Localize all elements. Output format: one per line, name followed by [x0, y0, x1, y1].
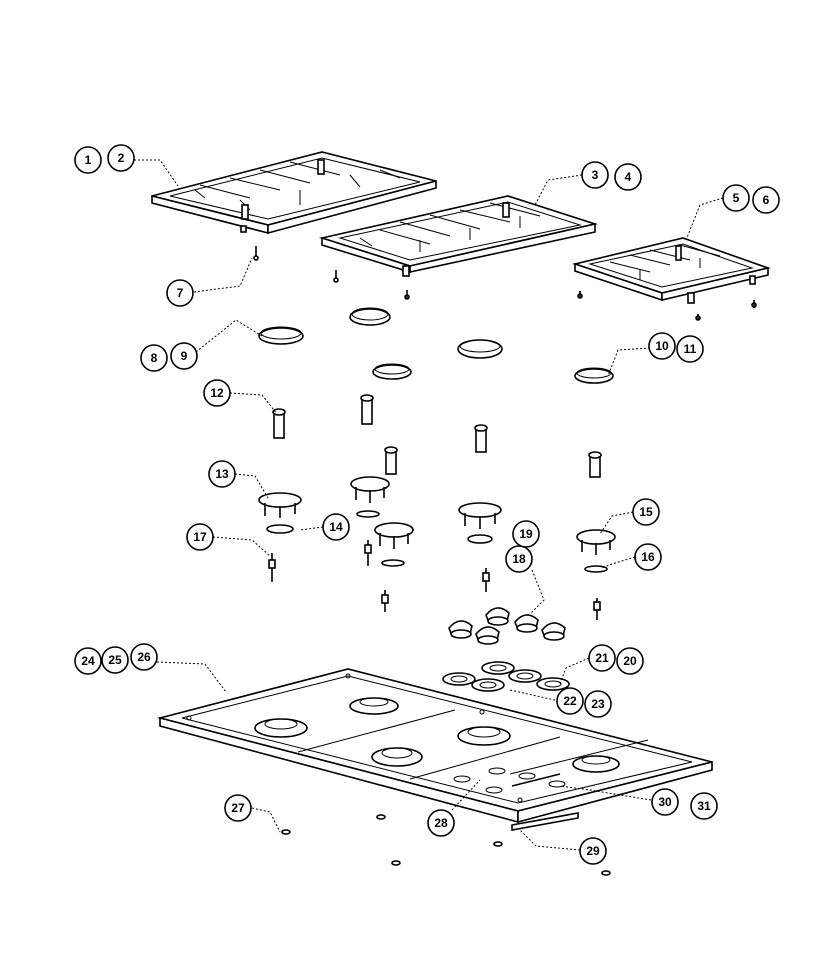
callout-14: 14	[322, 513, 350, 541]
knob-bezels	[442, 661, 570, 692]
svg-text:26: 26	[137, 650, 151, 664]
svg-text:29: 29	[586, 844, 600, 858]
leader-lines	[134, 159, 724, 851]
callout-12: 12	[203, 379, 231, 407]
svg-text:19: 19	[519, 527, 533, 541]
cooktop-surface	[156, 668, 713, 824]
callout-7: 7	[166, 279, 194, 307]
burner-heads	[258, 476, 616, 555]
svg-text:6: 6	[763, 193, 770, 207]
svg-text:4: 4	[625, 170, 632, 184]
svg-text:22: 22	[563, 694, 577, 708]
callout-30: 30	[651, 788, 679, 816]
control-knobs	[448, 607, 566, 645]
svg-text:14: 14	[329, 520, 343, 534]
svg-text:27: 27	[231, 801, 245, 815]
callout-19: 19	[512, 520, 540, 548]
callout-5: 5	[722, 184, 750, 212]
callout-24: 24	[74, 647, 102, 675]
o-rings	[266, 510, 608, 573]
burner-caps	[258, 307, 614, 384]
callout-23: 23	[584, 690, 612, 718]
callout-25: 25	[101, 646, 129, 674]
grate-left	[151, 151, 437, 235]
svg-text:23: 23	[591, 697, 605, 711]
callout-9: 9	[170, 342, 198, 370]
callout-16: 16	[634, 543, 662, 571]
orifice-tubes	[272, 394, 602, 478]
callout-4: 4	[614, 163, 642, 191]
svg-text:18: 18	[512, 552, 526, 566]
svg-text:8: 8	[151, 351, 158, 365]
svg-text:17: 17	[193, 530, 207, 544]
callout-26: 26	[130, 643, 158, 671]
callout-27: 27	[224, 794, 252, 822]
callout-2: 2	[107, 144, 135, 172]
svg-text:3: 3	[592, 168, 599, 182]
svg-text:11: 11	[684, 342, 697, 356]
callout-1: 1	[74, 146, 102, 174]
grate-center	[318, 195, 599, 277]
callout-6: 6	[752, 186, 780, 214]
callout-3: 3	[581, 161, 609, 189]
svg-text:1: 1	[85, 153, 92, 167]
callout-17: 17	[186, 523, 214, 551]
grate-feet	[253, 246, 757, 321]
svg-text:28: 28	[434, 816, 448, 830]
svg-text:7: 7	[177, 286, 184, 300]
svg-text:12: 12	[210, 386, 224, 400]
spark-electrodes	[268, 540, 601, 620]
svg-text:15: 15	[639, 505, 653, 519]
svg-text:30: 30	[658, 795, 672, 809]
svg-text:13: 13	[215, 467, 229, 481]
callout-15: 15	[632, 498, 660, 526]
svg-text:9: 9	[181, 349, 188, 363]
callout-21: 21	[588, 644, 616, 672]
lower-hardware	[281, 812, 611, 876]
svg-text:20: 20	[623, 654, 637, 668]
svg-text:25: 25	[108, 653, 122, 667]
svg-text:10: 10	[655, 339, 669, 353]
svg-text:2: 2	[118, 151, 125, 165]
svg-text:5: 5	[733, 191, 740, 205]
callout-20: 20	[616, 647, 644, 675]
callout-11: 11	[676, 335, 704, 363]
callout-28: 28	[427, 809, 455, 837]
callouts: 1 2 3 4 5 6 7 8 9 10 11 12 13 14 15 16 1…	[74, 144, 780, 865]
svg-text:21: 21	[595, 651, 609, 665]
grate-right	[572, 237, 771, 304]
svg-text:31: 31	[697, 799, 711, 813]
callout-31: 31	[690, 792, 718, 820]
callout-13: 13	[208, 460, 236, 488]
svg-text:16: 16	[641, 550, 655, 564]
callout-10: 10	[648, 332, 676, 360]
svg-text:24: 24	[81, 654, 95, 668]
callout-18: 18	[505, 545, 533, 573]
callout-22: 22	[556, 687, 584, 715]
callout-8: 8	[140, 344, 168, 372]
callout-29: 29	[579, 837, 607, 865]
